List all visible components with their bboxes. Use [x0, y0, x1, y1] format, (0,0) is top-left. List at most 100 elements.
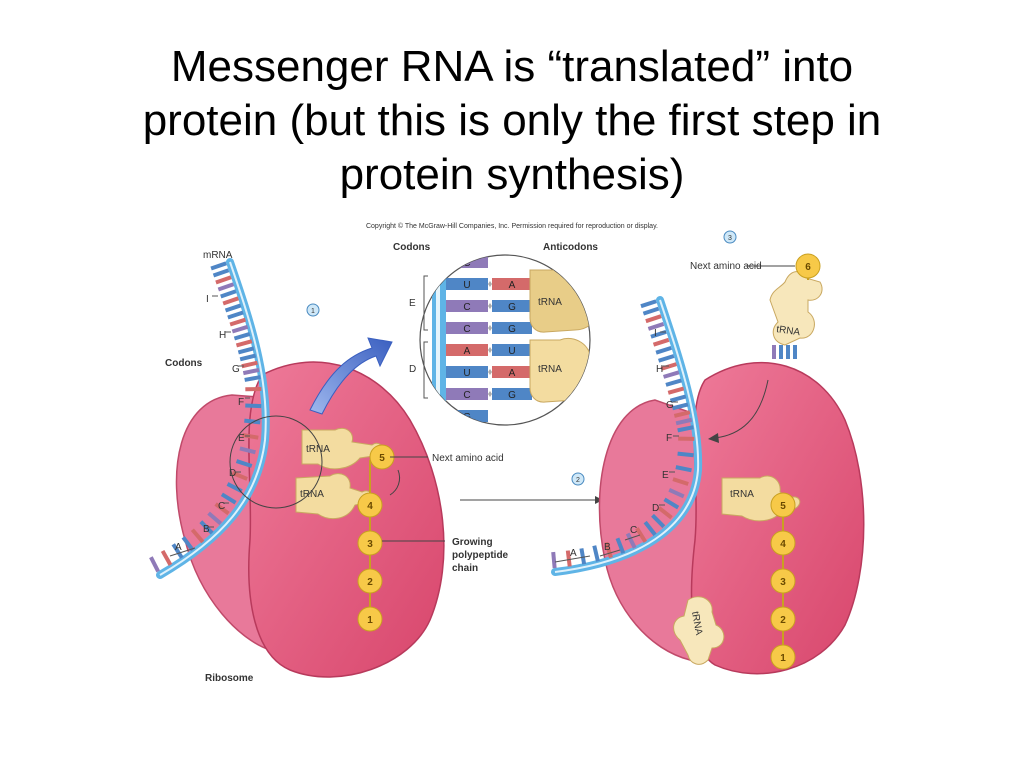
mrna-base	[652, 337, 670, 347]
mrna-base	[220, 289, 237, 299]
anticodon-base-letter: G	[508, 324, 516, 335]
mrna-base	[227, 310, 244, 320]
mrna-base	[615, 537, 626, 554]
ribosome-large-subunit	[248, 361, 445, 678]
codon-letter-a: A	[175, 542, 182, 553]
mrna-base	[239, 446, 256, 455]
amino-acid-3: 3	[780, 577, 786, 588]
mrna-base	[235, 339, 253, 348]
codon-letter-h: H	[656, 364, 663, 375]
amino-acid-1: 1	[780, 653, 786, 664]
codon-letter-d: D	[229, 468, 236, 479]
mrna-base	[675, 417, 693, 426]
title-line-1: Messenger RNA is “translated” into	[170, 42, 854, 91]
mrna-base	[242, 367, 260, 376]
step-1-number: 1	[311, 308, 315, 315]
anticodon-base-letter: G	[508, 390, 516, 401]
mrna-base	[181, 536, 195, 552]
codon-base	[446, 366, 488, 378]
codon-base-letter: A	[464, 346, 471, 357]
mrna-base	[210, 261, 227, 271]
mrna-base	[214, 502, 230, 516]
mrna-base	[642, 306, 660, 316]
anticodon-base	[492, 366, 532, 378]
codon-base-letter: U	[463, 280, 470, 291]
codon-letter-f: F	[238, 397, 244, 408]
anticodons-header: Anticodons	[543, 242, 598, 253]
amino-acid-bead	[357, 492, 383, 518]
mrna-base	[239, 353, 257, 362]
right-mrna-bases	[551, 299, 695, 569]
trna-lower-label: tRNA	[300, 489, 324, 500]
mrna-base	[215, 275, 232, 285]
slide-title: Messenger RNA is “translated” into prote…	[0, 40, 1024, 202]
amino-acid-bead	[357, 530, 383, 556]
mrna-base	[604, 541, 613, 559]
codon-letter-b: B	[604, 542, 611, 553]
mrna-base	[665, 378, 682, 387]
anticodon-base	[492, 278, 532, 290]
mrna-base	[668, 488, 685, 499]
mrna-base	[671, 402, 689, 411]
mrna-base	[645, 314, 662, 324]
mrna-bases	[149, 261, 262, 573]
mrna-base	[658, 354, 675, 363]
codon-letter-e: E	[662, 470, 669, 481]
mrna-base	[235, 459, 253, 468]
codon-base-letter: C	[463, 390, 470, 401]
mrna-base	[171, 543, 184, 559]
amino-acid-bead	[770, 644, 796, 670]
codon-letter-b: B	[203, 524, 210, 535]
mrna-base	[149, 556, 160, 573]
mrna-base	[655, 345, 672, 355]
mrna-base	[565, 550, 572, 567]
amino-acid-bead	[357, 606, 383, 632]
mrna-base	[241, 360, 258, 369]
codon-letter-a: A	[570, 548, 577, 559]
inset-codon-D: D	[409, 364, 416, 375]
mrna-base	[635, 527, 648, 543]
mrna-base	[244, 375, 261, 382]
amino-acid-2: 2	[780, 615, 786, 626]
codon-base-letter: U	[463, 368, 470, 379]
codon-letter-f: F	[666, 433, 672, 444]
codon-letter-h: H	[219, 330, 226, 341]
amino-acid-4: 4	[367, 501, 373, 512]
mrna-base	[673, 410, 691, 418]
mrna-base	[640, 299, 657, 309]
departing-trna	[673, 596, 725, 665]
mrna-base	[592, 545, 600, 562]
mrna-base	[657, 506, 673, 520]
codon-letter-i: I	[206, 294, 209, 305]
mrna-base	[231, 324, 249, 334]
mrna-base	[160, 549, 173, 566]
right-ribosome-large-subunit	[690, 361, 865, 675]
mrna-base	[675, 465, 692, 473]
mrna-base	[245, 403, 262, 409]
growing-chain-line-3: chain	[452, 563, 478, 574]
mrna-label: mRNA	[203, 250, 233, 261]
copyright-notice: Copyright © The McGraw-Hill Companies, I…	[366, 222, 658, 230]
mrna-base	[672, 477, 689, 486]
mrna-base	[651, 513, 666, 529]
next-amino-acid-label-left: Next amino acid	[432, 453, 504, 464]
mrna-base	[237, 346, 255, 355]
anticodon-base-letter: A	[509, 280, 516, 291]
mrna-base	[190, 528, 205, 544]
mrna-base	[229, 317, 246, 327]
anticodon-base	[492, 322, 532, 334]
amino-acid-bead	[770, 492, 796, 518]
codons-header: Codons	[393, 242, 431, 253]
focus-circle	[229, 415, 323, 509]
amino-acid-bead	[770, 530, 796, 556]
codon-base-letter: C	[463, 302, 470, 313]
anticodon-base-letter: A	[509, 368, 516, 379]
mrna-base	[647, 322, 665, 331]
amino-acid-bead	[357, 568, 383, 594]
codon-letter-c: C	[630, 525, 637, 536]
anticodon-base	[492, 388, 532, 400]
codon-base	[446, 322, 488, 334]
mrna-base	[231, 471, 248, 481]
